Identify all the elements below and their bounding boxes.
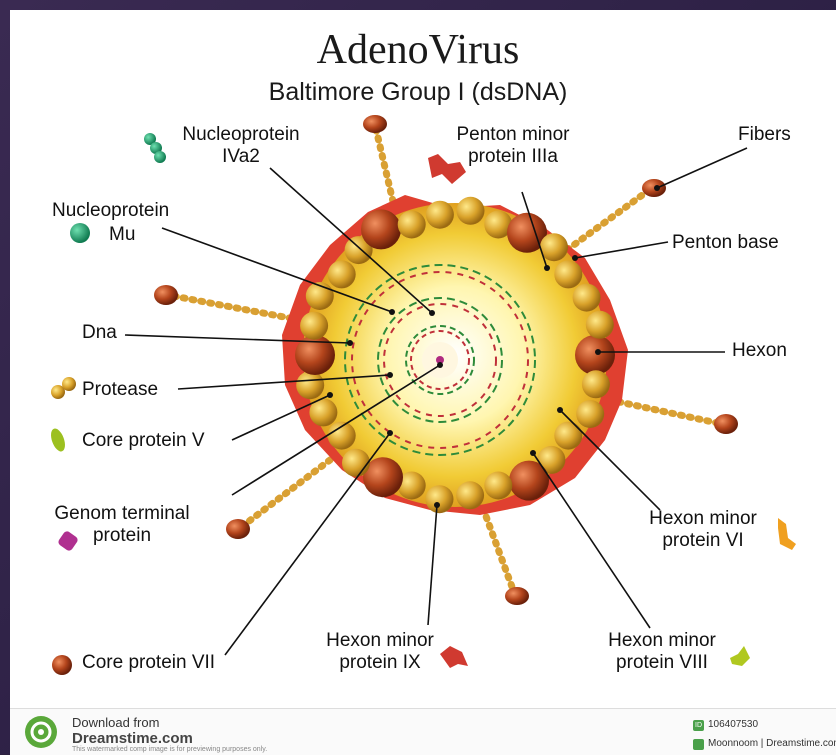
core-protein-v-icon xyxy=(48,427,67,454)
label-line: Mu xyxy=(52,223,169,247)
label-line: Hexon minor xyxy=(306,630,454,652)
hexon-sphere xyxy=(426,201,454,229)
label-core-protein-v: Core protein V xyxy=(82,430,205,452)
hexon-sphere xyxy=(484,472,512,500)
label-line: Penton minor xyxy=(438,124,588,146)
label-line: IVa2 xyxy=(166,146,316,168)
hexon-sphere xyxy=(296,371,324,399)
hexon-sphere xyxy=(328,260,356,288)
hexon-sphere xyxy=(398,211,426,239)
label-line: Hexon minor xyxy=(588,630,736,652)
hexon-minor-vi-icon xyxy=(778,518,796,550)
credit-badge-icon xyxy=(693,739,704,750)
watermark-footer: Download from Dreamstime.com This waterm… xyxy=(10,708,836,755)
id-badge-icon: ID xyxy=(693,720,704,731)
label-line: protein xyxy=(48,525,196,547)
label-line: Nucleoprotein xyxy=(166,124,316,146)
nucleoprotein-iva2-icon xyxy=(144,133,166,163)
hexon-sphere xyxy=(582,370,610,398)
hexon-sphere xyxy=(426,485,454,513)
label-core-protein-vii: Core protein VII xyxy=(82,652,215,674)
hexon-sphere xyxy=(554,260,582,288)
diagram-title: AdenoVirus xyxy=(0,26,836,74)
hexon-sphere xyxy=(573,284,601,312)
dreamstime-logo-icon xyxy=(24,715,58,749)
label-nucleoprotein-iva2: Nucleoprotein IVa2 xyxy=(166,124,316,168)
penton-sphere xyxy=(575,335,615,375)
hexon-sphere xyxy=(300,312,328,340)
label-protease: Protease xyxy=(82,379,158,401)
label-line: protein VIII xyxy=(588,652,736,674)
download-from-text: Download from xyxy=(72,715,159,730)
label-genom-terminal: Genom terminal protein xyxy=(48,503,196,547)
core-protein-vii-icon xyxy=(52,655,72,675)
label-line: protein IIIa xyxy=(438,146,588,168)
label-hexon-minor-vi: Hexon minor protein VI xyxy=(632,508,774,552)
label-penton-minor: Penton minor protein IIIa xyxy=(438,124,588,168)
hexon-sphere xyxy=(586,311,614,339)
watermark-note: This watermarked comp image is for previ… xyxy=(72,746,267,753)
penton-sphere xyxy=(361,209,401,249)
hexon-sphere xyxy=(456,481,484,509)
label-line: Nucleoprotein xyxy=(52,199,169,223)
hexon-sphere xyxy=(457,197,485,225)
hexon-sphere xyxy=(342,449,370,477)
hexon-sphere xyxy=(554,422,582,450)
diagram-subtitle: Baltimore Group I (dsDNA) xyxy=(0,78,836,107)
dreamstime-link[interactable]: Dreamstime.com xyxy=(72,730,193,747)
label-fibers: Fibers xyxy=(738,124,791,146)
label-nucleoprotein-mu: Nucleoprotein Mu xyxy=(52,199,169,247)
hexon-sphere xyxy=(576,400,604,428)
protease-icon xyxy=(51,377,76,399)
label-dna: Dna xyxy=(82,322,117,344)
label-line: protein IX xyxy=(306,652,454,674)
label-hexon-minor-viii: Hexon minor protein VIII xyxy=(588,630,736,674)
label-line: Genom terminal xyxy=(48,503,196,525)
label-line: protein VI xyxy=(632,530,774,552)
label-line: Hexon minor xyxy=(632,508,774,530)
label-penton-base: Penton base xyxy=(672,232,779,254)
image-credit: Moonnoom | Dreamstime.com xyxy=(708,738,836,749)
image-id: 106407530 xyxy=(708,719,758,730)
label-hexon: Hexon xyxy=(732,340,787,362)
label-hexon-minor-ix: Hexon minor protein IX xyxy=(306,630,454,674)
